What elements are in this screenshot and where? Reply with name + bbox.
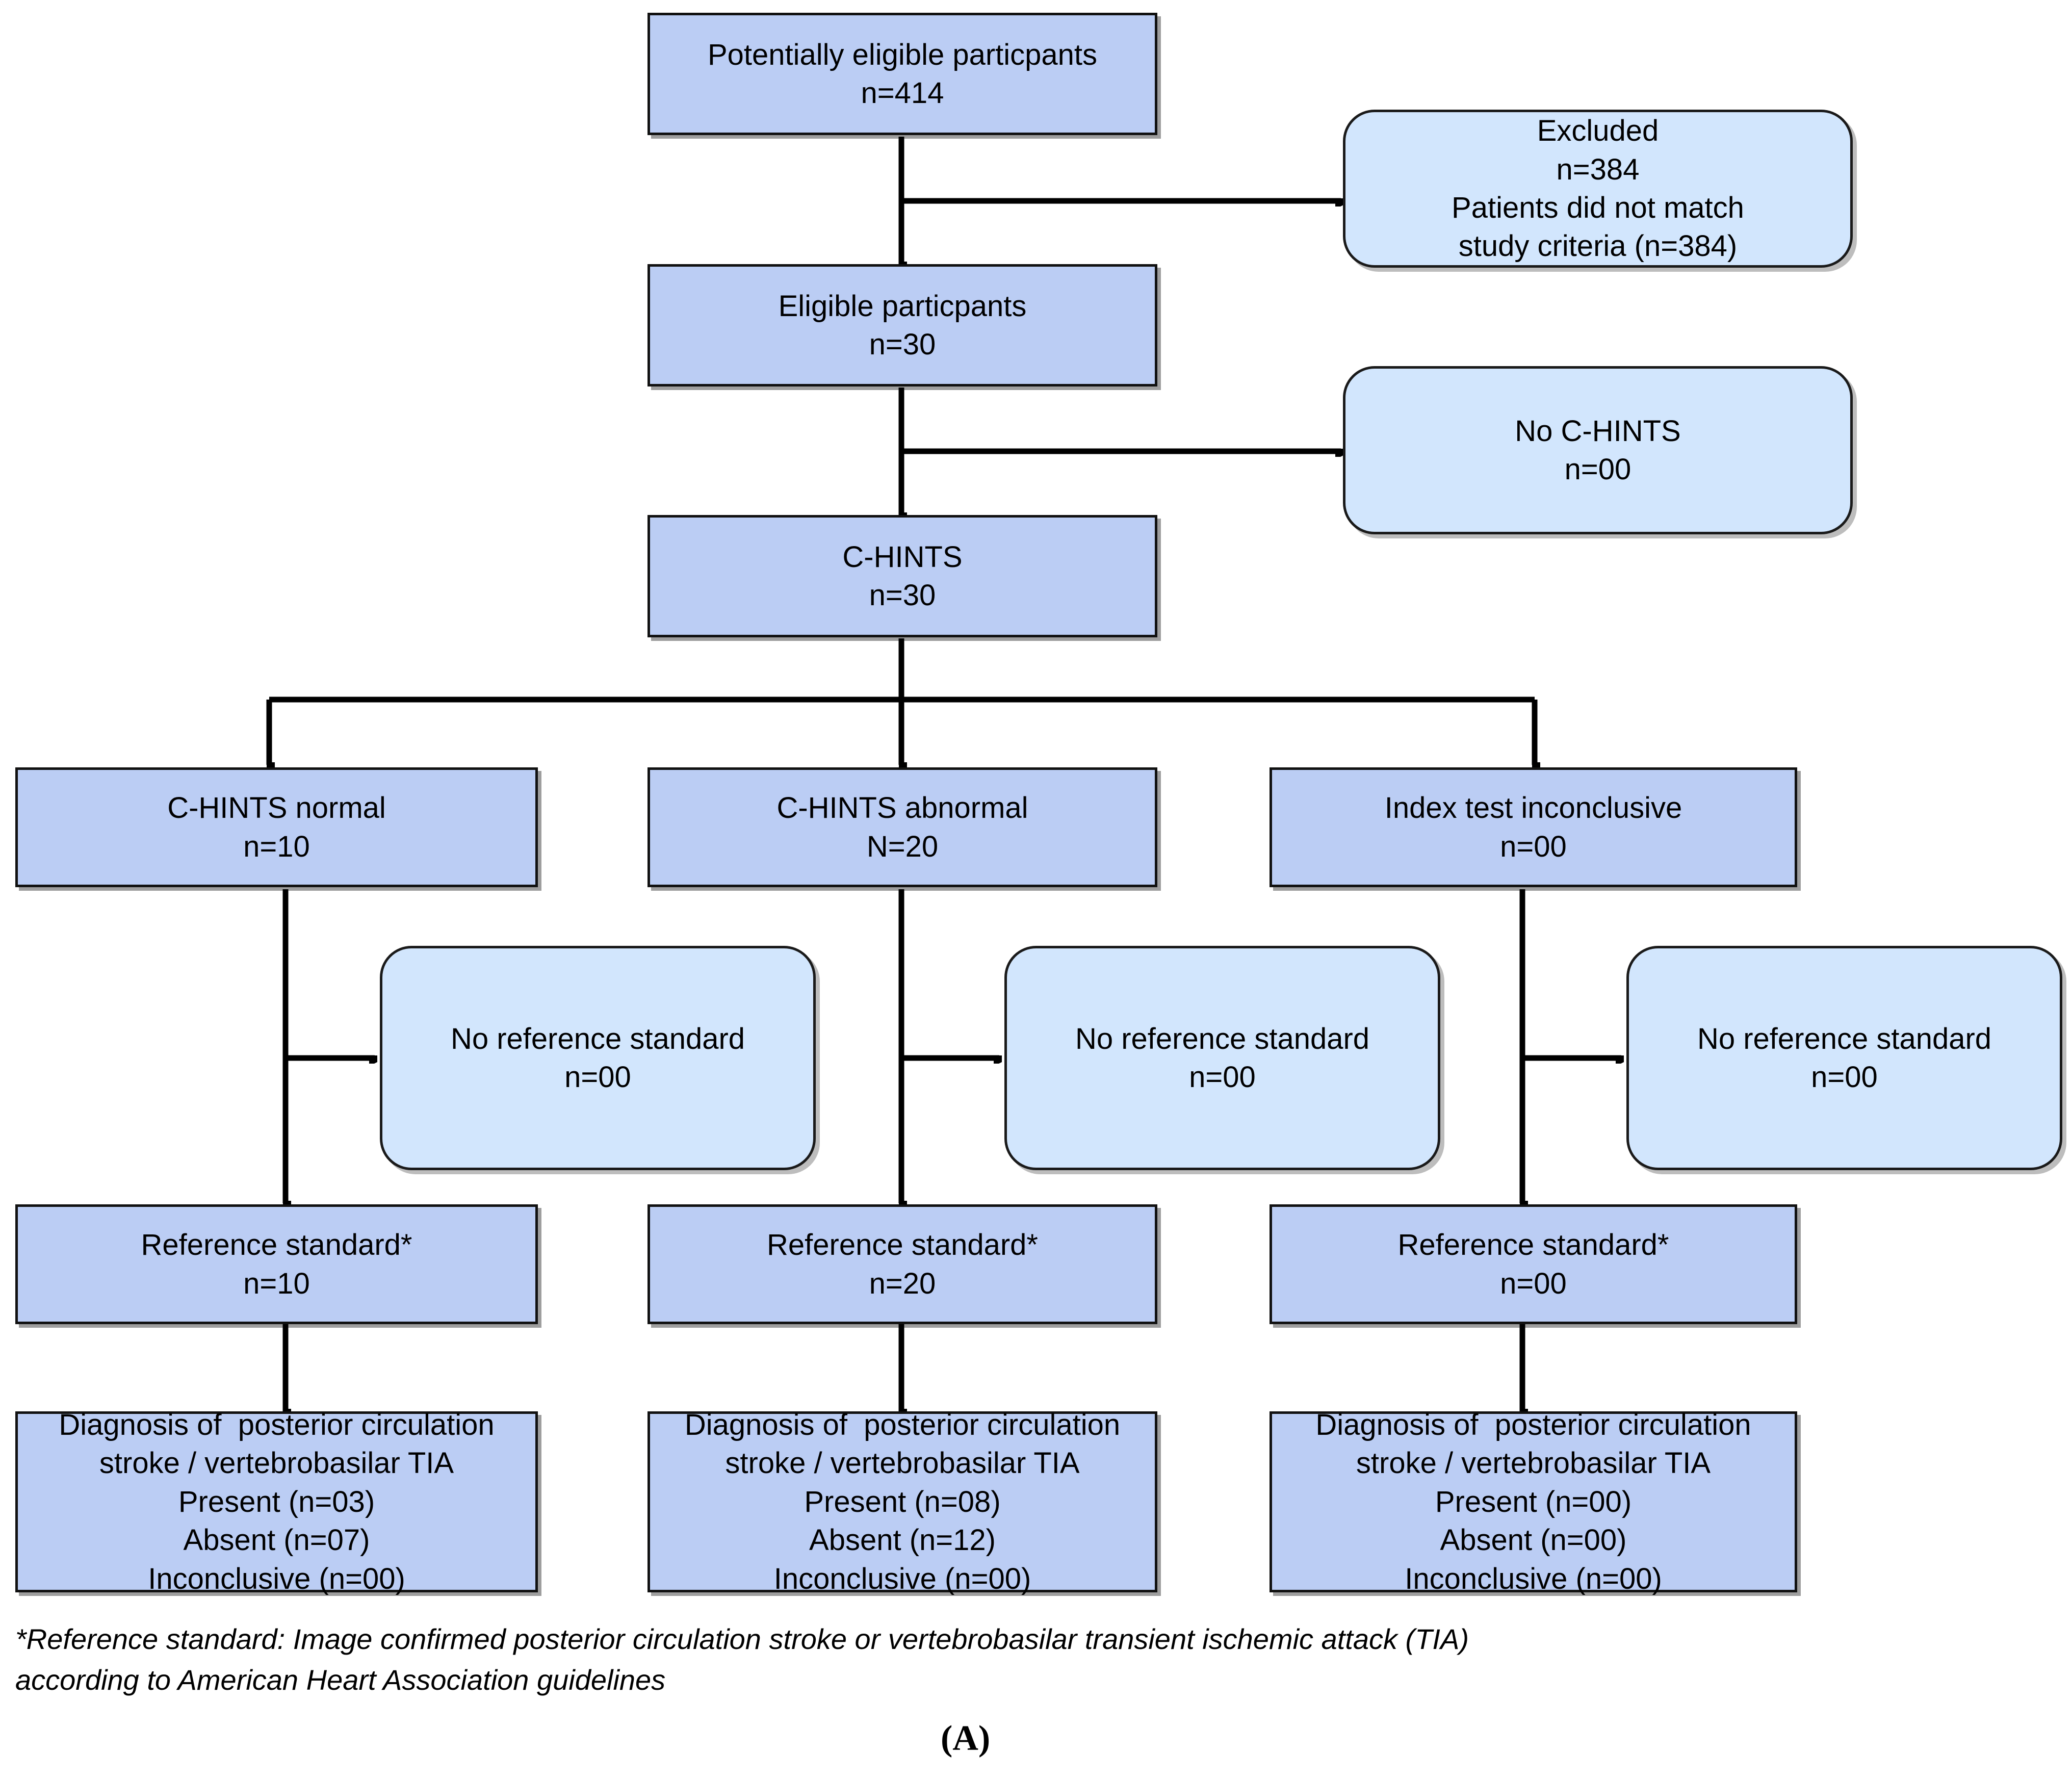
- node-diagnosis-right[interactable]: Diagnosis of posterior circulation strok…: [1270, 1408, 1797, 1595]
- node-line: n=10: [243, 830, 310, 863]
- node-line: Reference standard*: [767, 1228, 1038, 1262]
- node-line: No reference standard: [1697, 1022, 1992, 1055]
- node-line: Absent (n=07): [183, 1524, 370, 1557]
- node-line: n=00: [1500, 1267, 1567, 1300]
- node-line: Diagnosis of posterior circulation: [59, 1408, 495, 1442]
- node-eligible-participants[interactable]: Eligible particpants n=30: [648, 264, 1157, 386]
- node-line: n=00: [564, 1061, 631, 1094]
- node-no-reference-standard-right[interactable]: No reference standard n=00: [1626, 946, 2062, 1170]
- node-line: n=00: [1811, 1061, 1878, 1094]
- node-reference-standard-right[interactable]: Reference standard* n=00: [1270, 1204, 1797, 1324]
- node-excluded[interactable]: Excluded n=384 Patients did not match st…: [1343, 110, 1853, 268]
- node-line: n=384: [1556, 152, 1640, 186]
- node-diagnosis-left[interactable]: Diagnosis of posterior circulation strok…: [15, 1408, 538, 1595]
- node-line: Present (n=08): [804, 1485, 1001, 1518]
- node-no-chints[interactable]: No C-HINTS n=00: [1343, 366, 1853, 534]
- node-line: n=00: [1189, 1061, 1256, 1094]
- node-line: Patients did not match: [1452, 191, 1744, 224]
- node-line: Potentially eligible particpants: [707, 38, 1098, 71]
- figure-footnote: *Reference standard: Image confirmed pos…: [15, 1623, 1469, 1696]
- node-line: Inconclusive (n=00): [1405, 1562, 1662, 1595]
- node-line: Inconclusive (n=00): [148, 1562, 405, 1595]
- node-line: stroke / vertebrobasilar TIA: [99, 1447, 454, 1480]
- node-line: n=30: [869, 579, 936, 612]
- node-line: n=00: [1564, 453, 1631, 486]
- node-chints[interactable]: C-HINTS n=30: [648, 515, 1157, 637]
- node-line: Excluded: [1537, 114, 1659, 148]
- node-line: No reference standard: [450, 1022, 745, 1055]
- node-line: Reference standard*: [1397, 1228, 1669, 1262]
- node-line: Present (n=03): [178, 1485, 375, 1518]
- node-line: Present (n=00): [1435, 1485, 1632, 1518]
- node-chints-abnormal[interactable]: C-HINTS abnormal N=20: [648, 767, 1157, 887]
- node-line: n=30: [869, 328, 936, 361]
- panel-label: (A): [941, 1719, 991, 1758]
- node-chints-normal[interactable]: C-HINTS normal n=10: [15, 767, 538, 887]
- node-line: Index test inconclusive: [1384, 791, 1682, 825]
- node-line: n=00: [1500, 830, 1567, 863]
- node-line: study criteria (n=384): [1458, 229, 1738, 263]
- node-line: Diagnosis of posterior circulation: [684, 1408, 1121, 1442]
- node-line: n=10: [243, 1267, 310, 1300]
- node-line: C-HINTS normal: [167, 791, 386, 825]
- node-potentially-eligible[interactable]: Potentially eligible particpants n=414: [648, 13, 1157, 135]
- node-line: n=414: [861, 76, 944, 110]
- node-line: Diagnosis of posterior circulation: [1315, 1408, 1751, 1442]
- node-no-reference-standard-left[interactable]: No reference standard n=00: [380, 946, 816, 1170]
- node-line: stroke / vertebrobasilar TIA: [725, 1447, 1080, 1480]
- node-line: N=20: [866, 830, 939, 863]
- node-reference-standard-left[interactable]: Reference standard* n=10: [15, 1204, 538, 1324]
- node-line: C-HINTS: [842, 540, 963, 574]
- node-line: Reference standard*: [141, 1228, 412, 1262]
- node-no-reference-standard-mid[interactable]: No reference standard n=00: [1004, 946, 1440, 1170]
- node-line: No reference standard: [1075, 1022, 1370, 1055]
- node-line: C-HINTS abnormal: [776, 791, 1028, 825]
- node-line: Absent (n=00): [1440, 1524, 1627, 1557]
- node-line: stroke / vertebrobasilar TIA: [1356, 1447, 1711, 1480]
- node-diagnosis-mid[interactable]: Diagnosis of posterior circulation strok…: [648, 1408, 1157, 1595]
- node-line: No C-HINTS: [1515, 414, 1681, 448]
- node-line: Inconclusive (n=00): [773, 1562, 1031, 1595]
- node-line: Absent (n=12): [809, 1524, 996, 1557]
- node-line: Eligible particpants: [778, 289, 1027, 323]
- node-reference-standard-mid[interactable]: Reference standard* n=20: [648, 1204, 1157, 1324]
- node-line: n=20: [869, 1267, 936, 1300]
- node-index-test-inconclusive[interactable]: Index test inconclusive n=00: [1270, 767, 1797, 887]
